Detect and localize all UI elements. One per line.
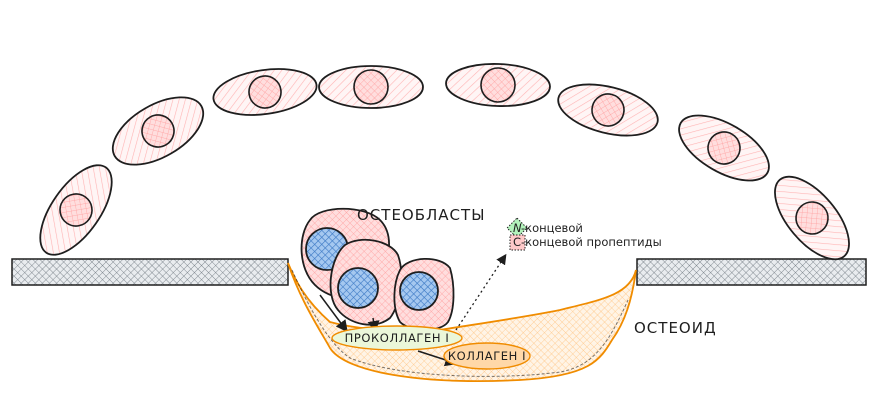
lining-cell xyxy=(445,63,551,107)
osteoid-label: ОСТЕОИД xyxy=(634,319,717,337)
lining-cell xyxy=(318,65,424,109)
lining-cell xyxy=(111,96,205,166)
procollagen-label: ПРОКОЛЛАГЕН I xyxy=(345,331,450,345)
legend-item-n: -концевой xyxy=(521,221,583,235)
nucleus xyxy=(707,131,741,165)
arrow-propeptides-dotted xyxy=(455,253,507,331)
nucleus-blue xyxy=(399,271,439,311)
lining-cell xyxy=(212,68,318,116)
bone-surface-right xyxy=(636,258,867,286)
legend-marker-c xyxy=(509,234,526,251)
nucleus-blue xyxy=(337,267,379,309)
osteoblast xyxy=(393,257,455,331)
nucleus xyxy=(59,193,93,227)
lining-cell xyxy=(678,114,770,182)
legend-marker-c-letter: C xyxy=(513,235,521,249)
legend-marker-n-letter: N xyxy=(513,221,522,235)
legend-item-c: -концевой пропептиды xyxy=(521,235,662,249)
arrow-to-procollagen xyxy=(319,294,348,333)
lining-cell xyxy=(39,164,113,256)
nucleus xyxy=(591,93,625,127)
collagen-node xyxy=(443,342,531,370)
nucleus xyxy=(141,114,175,148)
collagen-label: КОЛЛАГЕН I xyxy=(448,349,526,363)
lining-cell xyxy=(557,83,659,137)
osteoblasts-label: ОСТЕОБЛАСТЫ xyxy=(357,206,485,224)
nucleus xyxy=(795,201,829,235)
bone-surface-left xyxy=(11,258,289,286)
lining-cell xyxy=(774,175,850,261)
nucleus xyxy=(248,75,282,109)
osteoid-inner-edge xyxy=(291,269,629,377)
nucleus xyxy=(480,67,516,103)
procollagen-node xyxy=(331,325,463,351)
osteoblast xyxy=(329,238,403,326)
nucleus xyxy=(353,69,389,105)
legend: N -концевой C -концевой пропептиды xyxy=(506,217,662,251)
